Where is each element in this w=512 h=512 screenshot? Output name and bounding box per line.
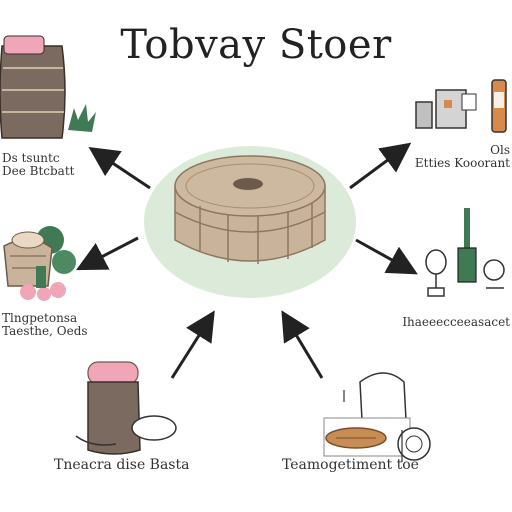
arrow-bottom-right xyxy=(281,310,324,379)
label-bottom-right: Teamogetiment toe xyxy=(282,457,419,473)
arrow-top-left xyxy=(88,147,151,190)
jar-icon xyxy=(75,361,177,455)
label-top-left: Ds tsuntc Dee Btcbatt xyxy=(2,151,75,179)
label-mid-left-line-1: Tlngpetonsa xyxy=(2,311,78,325)
vegetable-basket-icon xyxy=(3,226,76,301)
kitchen-tools-icon xyxy=(415,79,507,133)
label-top-right: Ols Etties Kooorant xyxy=(414,143,510,171)
label-top-right-line-2: Etties Kooorant xyxy=(414,156,510,171)
arrow-bottom-left xyxy=(170,310,215,379)
label-top-right-line-1: Ols xyxy=(490,143,510,157)
label-mid-left-line-2: Taesthe, Oeds xyxy=(2,324,88,339)
barrel-icon xyxy=(0,35,96,139)
bread-board-icon xyxy=(323,372,431,462)
label-mid-left: Tlngpetonsa Taesthe, Oeds xyxy=(2,311,88,339)
arrows xyxy=(76,142,418,379)
page-title: Tobvay Stoer xyxy=(120,22,392,68)
bottle-tools-icon xyxy=(425,208,505,297)
label-mid-right: Ihaeeecceeasacet xyxy=(402,315,510,329)
arrow-mid-left xyxy=(76,236,139,271)
arrow-mid-right xyxy=(355,238,418,275)
label-top-left-line-2: Dee Btcbatt xyxy=(2,164,75,179)
center-cheese-wheel-icon xyxy=(144,146,356,298)
arrow-top-right xyxy=(349,142,412,190)
label-top-left-line-1: Ds tsuntc xyxy=(2,151,60,165)
label-bottom-left: Tneacra dise Basta xyxy=(54,457,190,473)
label-mid-right-line-1: Ihaeeecceeasacet xyxy=(402,315,510,329)
